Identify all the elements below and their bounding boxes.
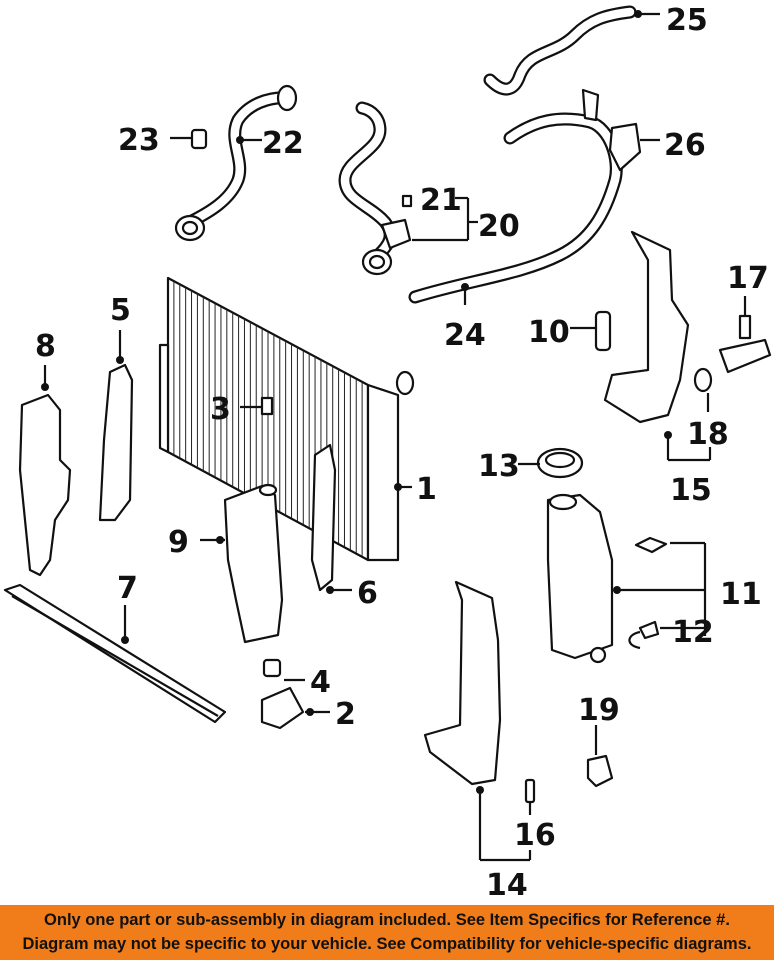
disclaimer-line-1: Only one part or sub-assembly in diagram… — [44, 911, 730, 929]
part-22-hose — [174, 84, 298, 242]
part-2-mount — [260, 686, 305, 730]
disclaimer-banner: Only one part or sub-assembly in diagram… — [0, 905, 774, 960]
callout-20: 20 — [478, 209, 520, 244]
part-7-lower-support — [3, 583, 227, 724]
part-9-air-duct — [223, 483, 284, 644]
callout-2: 2 — [335, 697, 356, 732]
callout-23: 23 — [118, 123, 160, 158]
callout-8: 8 — [35, 329, 56, 364]
part-6-bracket — [310, 443, 337, 592]
callout-10: 10 — [528, 315, 570, 350]
part-19-sensor — [586, 754, 614, 788]
part-25-hose — [483, 5, 637, 96]
callout-16: 16 — [514, 818, 556, 853]
callout-22: 22 — [262, 126, 304, 161]
part-1-radiator — [158, 276, 415, 562]
part-11-bracket — [634, 536, 668, 554]
callout-7: 7 — [117, 571, 138, 606]
part-10-sensor — [594, 310, 612, 352]
callout-15: 15 — [670, 473, 712, 508]
part-20-hose — [338, 101, 412, 276]
callout-12: 12 — [672, 615, 714, 650]
part-14-bracket — [423, 580, 502, 786]
part-15-bracket — [603, 230, 690, 424]
callout-17: 17 — [727, 261, 769, 296]
part-12-sensor — [628, 620, 660, 650]
callout-21: 21 — [420, 183, 462, 218]
part-17-sensor — [718, 314, 772, 374]
callout-5: 5 — [110, 293, 131, 328]
callout-24: 24 — [444, 318, 486, 353]
disclaimer-line-2: Diagram may not be specific to your vehi… — [22, 935, 752, 953]
parts-diagram: 1 2 3 4 5 6 7 8 9 10 11 12 13 14 15 16 1… — [3, 3, 772, 903]
callout-26: 26 — [664, 128, 706, 163]
part-8-shroud — [18, 393, 72, 577]
part-26-hose — [408, 88, 642, 304]
callout-19: 19 — [578, 693, 620, 728]
callout-1: 1 — [416, 472, 437, 507]
callout-13: 13 — [478, 449, 520, 484]
callout-18: 18 — [687, 417, 729, 452]
callout-4: 4 — [310, 665, 331, 700]
callout-3: 3 — [210, 392, 231, 427]
part-11-expansion-tank — [546, 493, 614, 664]
part-5-seal — [98, 363, 134, 522]
part-21-fitting — [401, 194, 413, 208]
radiator-fins — [173, 281, 363, 556]
part-4-cap — [262, 658, 282, 678]
part-23-clamp — [190, 128, 208, 150]
callout-6: 6 — [357, 576, 378, 611]
callout-25: 25 — [666, 3, 708, 38]
part-3-bracket — [260, 396, 274, 416]
callout-11: 11 — [720, 577, 762, 612]
callout-9: 9 — [168, 525, 189, 560]
part-18-clip — [693, 367, 713, 393]
part-16-valve — [524, 778, 536, 804]
part-13-cap — [536, 447, 584, 479]
callout-14: 14 — [486, 868, 528, 903]
